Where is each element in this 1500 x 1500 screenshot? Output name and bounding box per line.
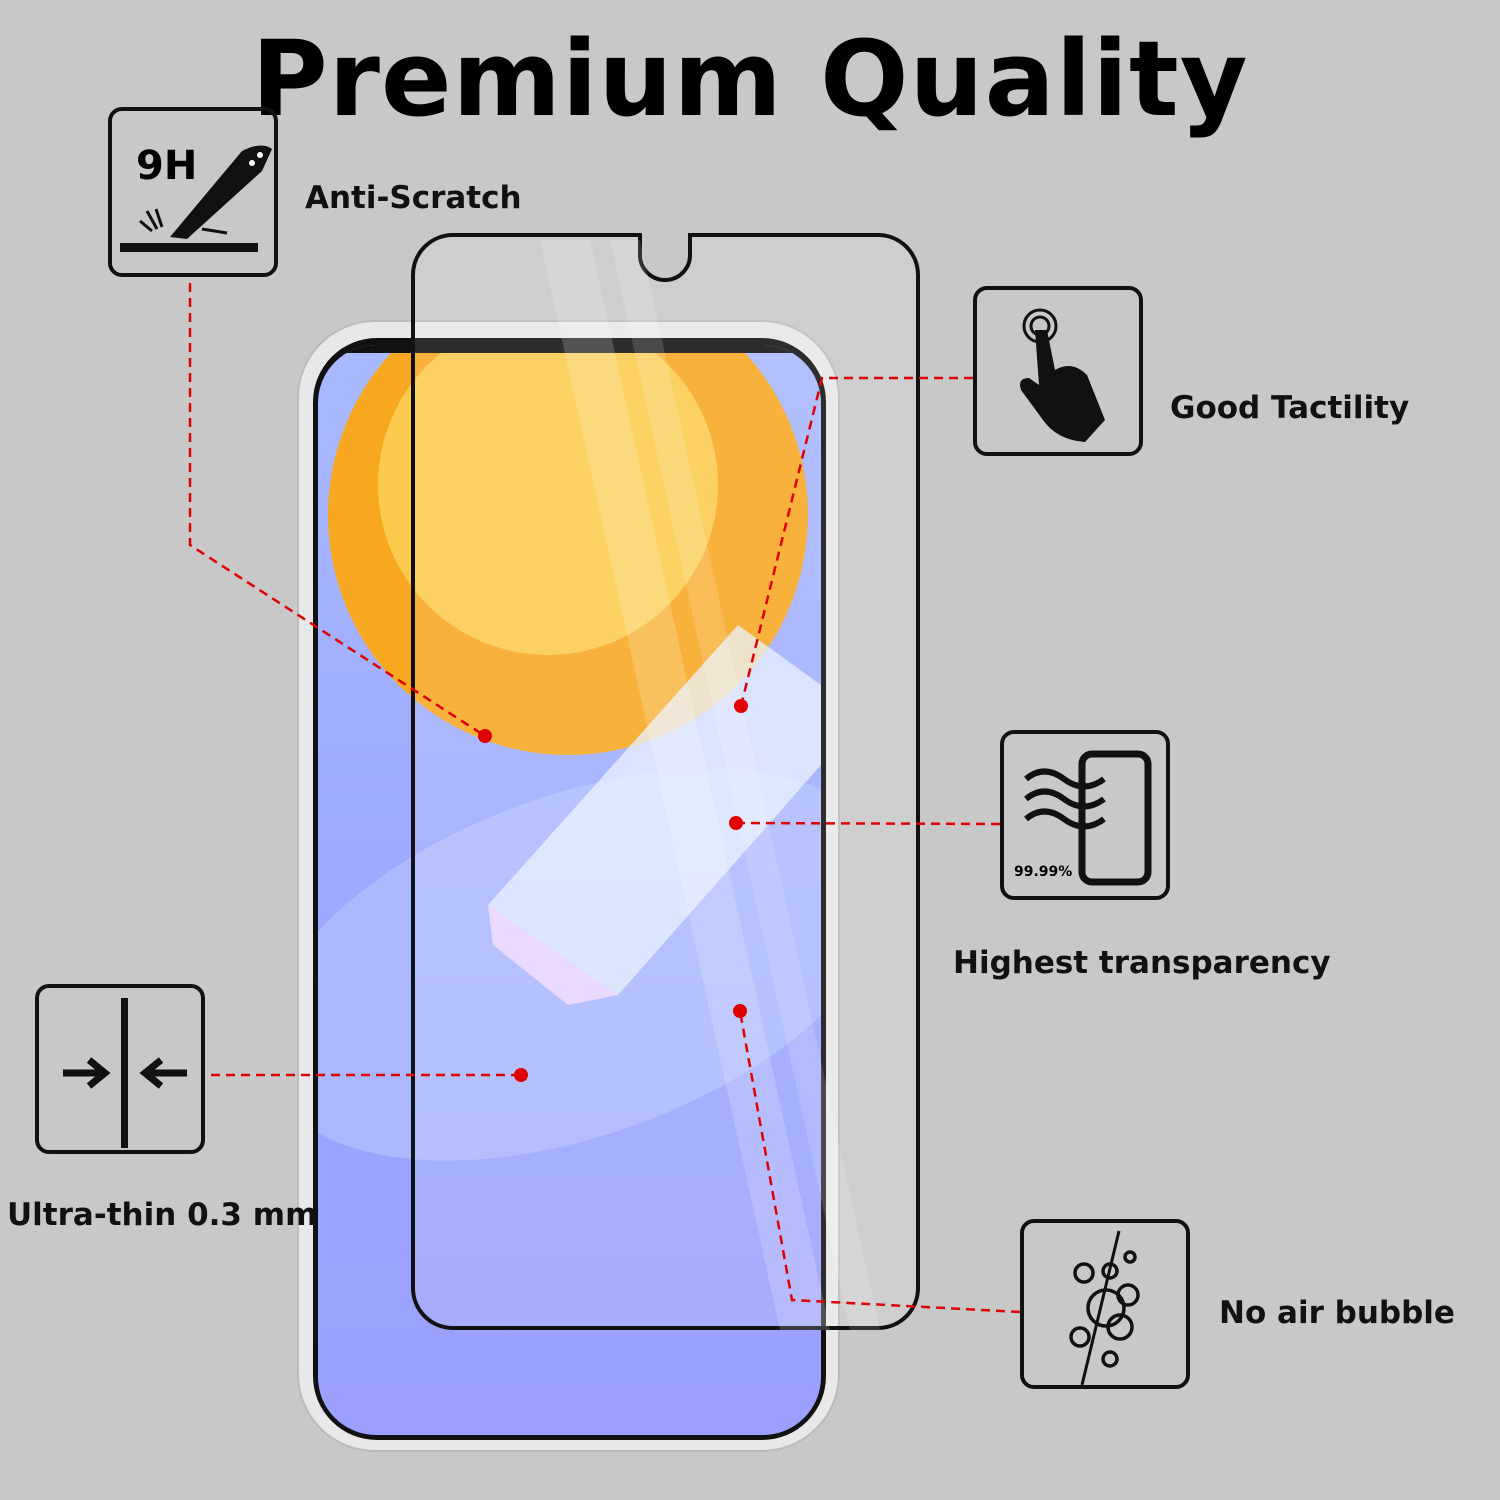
callout-dot bbox=[514, 1068, 528, 1082]
phone-wallpaper bbox=[318, 345, 821, 1435]
transparency-icon-box: 99.99% bbox=[1000, 730, 1170, 900]
callout-dot bbox=[733, 1004, 747, 1018]
thin-arrows-icon bbox=[63, 998, 187, 1148]
feature-label-anti-scratch: Anti-Scratch bbox=[305, 180, 522, 216]
screen-protector-outline bbox=[411, 233, 920, 1330]
bubble-icon-box bbox=[1020, 1219, 1190, 1389]
callout-dot bbox=[734, 699, 748, 713]
feature-label-no-bubble: No air bubble bbox=[1219, 1295, 1455, 1331]
feature-label-ultra-thin: Ultra-thin 0.3 mm bbox=[7, 1197, 318, 1233]
callout-line-tactility bbox=[739, 376, 973, 707]
anti-scratch-icon-box: 9H bbox=[108, 107, 278, 277]
tactility-icon-box bbox=[973, 286, 1143, 456]
touch-hand-icon bbox=[1020, 308, 1105, 442]
feature-label-tactility: Good Tactility bbox=[1170, 390, 1410, 426]
callout-dot bbox=[478, 729, 492, 743]
callout-line-anti-scratch bbox=[188, 283, 486, 738]
callout-line-bubble bbox=[738, 1010, 1021, 1314]
wallpaper-art bbox=[318, 345, 821, 1161]
callout-dot bbox=[729, 816, 743, 830]
knife-scratch-icon bbox=[120, 145, 272, 252]
page-title: Premium Quality bbox=[251, 18, 1249, 140]
transparency-badge: 99.99% bbox=[1014, 864, 1073, 880]
transparency-icon bbox=[1024, 750, 1152, 886]
feature-label-transparency: Highest transparency bbox=[953, 945, 1331, 981]
ultra-thin-icon-box bbox=[35, 984, 205, 1154]
hardness-badge: 9H bbox=[136, 143, 198, 189]
bubbles-icon bbox=[1069, 1230, 1140, 1386]
